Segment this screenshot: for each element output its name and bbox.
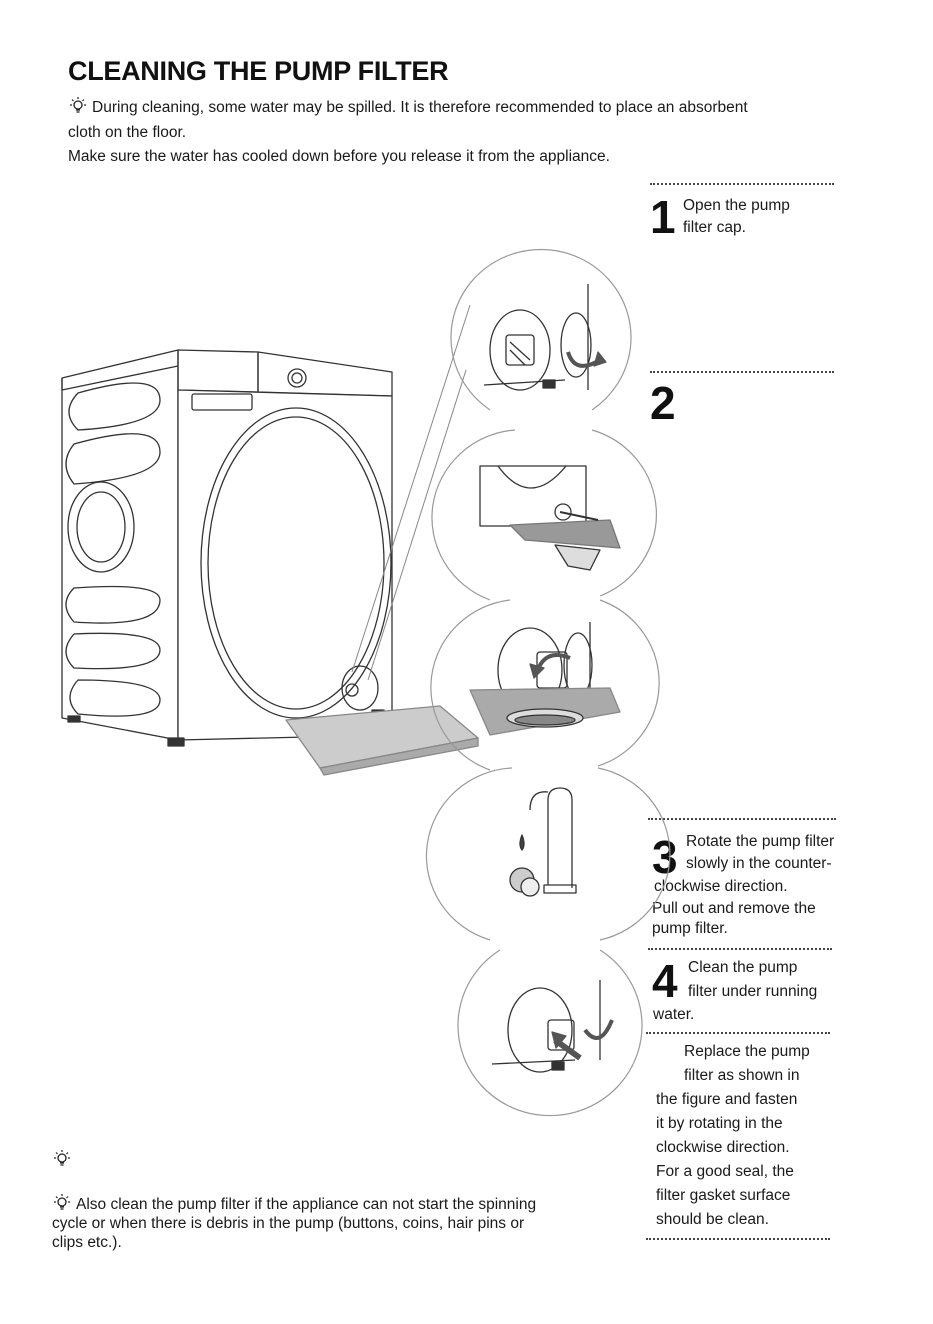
note-line: clips etc.). <box>52 1234 122 1251</box>
step-text: filter gasket surface <box>656 1187 791 1204</box>
note-debris: Also clean the pump filter if the applia… <box>52 1194 632 1252</box>
note-line: Also clean the pump filter if the applia… <box>76 1196 537 1213</box>
step-text: clockwise direction. <box>654 878 788 895</box>
step-text: should be clean. <box>656 1211 769 1228</box>
step-text: Replace the pump <box>684 1043 810 1060</box>
step-3-figure <box>469 622 621 736</box>
lightbulb-icon <box>70 97 86 113</box>
step-text: Clean the pump <box>688 959 798 976</box>
divider <box>650 371 834 373</box>
step-number: 4 <box>652 955 678 1007</box>
step-text: Pull out and remove the <box>652 900 816 917</box>
faucet-icon <box>547 787 573 888</box>
page-title: CLEANING THE PUMP FILTER <box>68 56 449 86</box>
step-number: 1 <box>650 191 676 243</box>
step-4-figure <box>509 787 577 897</box>
step-text: For a good seal, the <box>656 1163 794 1180</box>
intro-text: During cleaning, some water may be spill… <box>68 96 868 170</box>
step-1-figure <box>483 284 607 391</box>
step-text: Open the pump <box>683 197 790 214</box>
step-text: the figure and fasten <box>656 1091 798 1108</box>
arrow-icon <box>529 663 545 679</box>
step-text: slowly in the counter- <box>686 855 832 872</box>
divider <box>646 1032 830 1034</box>
intro-line-1: During cleaning, some water may be spill… <box>92 99 748 116</box>
step-text: it by rotating in the <box>656 1115 783 1132</box>
step-5: Replace the pump filter as shown in the … <box>656 1040 856 1232</box>
note-line: cycle or when there is debris in the pum… <box>52 1215 525 1232</box>
divider <box>648 818 836 820</box>
step-5-figure <box>491 980 614 1073</box>
step-text: Rotate the pump filter <box>686 833 835 850</box>
intro-line-2: cloth on the floor. <box>68 123 187 141</box>
step-text: water. <box>653 1006 695 1023</box>
lightbulb-icon <box>54 1194 70 1210</box>
intro-line-3: Make sure the water has cooled down befo… <box>68 148 610 165</box>
lightbulb-icon <box>54 1150 70 1166</box>
step-number: 3 <box>652 831 678 883</box>
step-text: filter cap. <box>683 219 746 236</box>
arrow-icon <box>593 351 607 367</box>
step-2-number: 2 <box>650 377 676 429</box>
divider <box>646 1238 830 1240</box>
step-text: filter under running <box>688 983 818 1000</box>
step-2-figure <box>479 465 621 571</box>
water-drop-icon <box>519 834 525 851</box>
step-text: pump filter. <box>652 920 728 937</box>
step-text: filter as shown in <box>684 1067 800 1084</box>
divider <box>648 948 832 950</box>
washing-machine <box>61 349 393 747</box>
step-text: clockwise direction. <box>656 1139 790 1156</box>
divider <box>650 183 834 185</box>
arrow-icon <box>551 1031 567 1049</box>
